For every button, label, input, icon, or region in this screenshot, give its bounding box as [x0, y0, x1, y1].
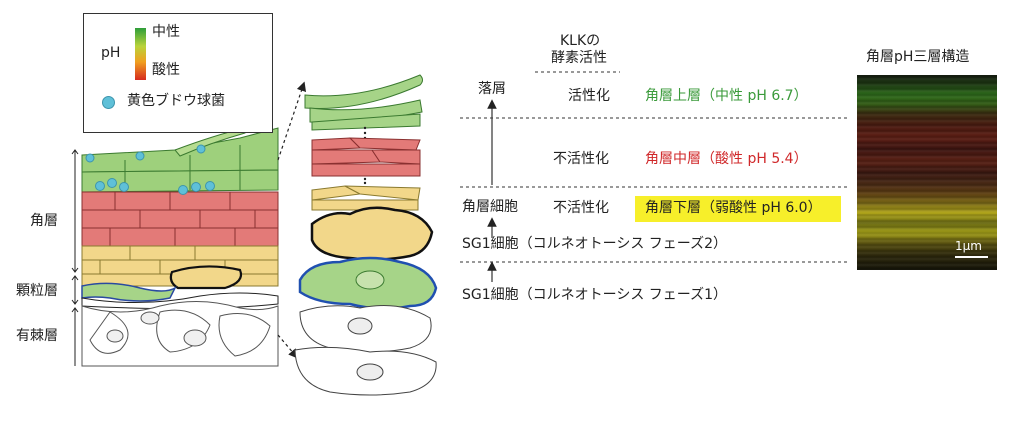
row-highlight — [635, 196, 841, 222]
zoom-arrow-top — [277, 81, 307, 161]
legend-low-label: 酸性 — [152, 62, 180, 78]
label-sg1-phase2: SG1細胞（コルネオトーシス フェーズ2） — [462, 236, 728, 252]
layer-middle: 角層中層（酸性 pH 5.4） — [645, 151, 808, 167]
exploded-cell-stack — [294, 74, 438, 396]
label-stratum-corneum: 角層 — [30, 213, 58, 229]
legend-box — [83, 13, 273, 133]
bacteria-cluster — [85, 144, 215, 195]
bacteria-icon — [102, 96, 115, 109]
activity-lower: 不活性化 — [553, 200, 609, 216]
klk-header-line2: 酵素活性 — [551, 50, 607, 66]
spinous-cells — [294, 305, 437, 396]
layer-lower: 角層下層（弱酸性 pH 6.0） — [645, 200, 822, 216]
ph-gradient-bar — [135, 28, 146, 80]
zoom-arrow-bottom — [277, 334, 299, 359]
shedding-cells — [304, 74, 423, 131]
lower-cells — [311, 185, 421, 211]
legend-ph-label: pH — [101, 45, 121, 61]
upper-corneum-layer — [81, 127, 279, 193]
ph-micrograph-texture — [857, 75, 997, 270]
label-shedding: 落屑 — [478, 81, 506, 97]
scale-label: 1μm — [955, 239, 982, 253]
activity-upper: 活性化 — [568, 88, 610, 104]
klk-header-line1: KLKの — [560, 33, 601, 49]
layer-bracket — [71, 149, 79, 366]
label-sg1-phase1: SG1細胞（コルネオトーシス フェーズ1） — [462, 287, 728, 303]
skin-section-diagram — [71, 81, 307, 367]
layer-upper: 角層上層（中性 pH 6.7） — [645, 88, 808, 104]
stack-dots-1 — [363, 126, 367, 140]
label-spinous-layer: 有棘層 — [16, 328, 58, 344]
legend-high-label: 中性 — [152, 24, 180, 40]
image-panel-title: 角層pH三層構造 — [866, 49, 970, 65]
sg1-phase2-cell — [310, 206, 434, 261]
label-granular-layer: 顆粒層 — [16, 283, 58, 299]
scale-bar — [955, 256, 988, 258]
flow-lines — [460, 71, 850, 282]
stack-dots-2 — [363, 177, 367, 185]
legend-bacteria-label: 黄色ブドウ球菌 — [127, 93, 225, 109]
cell-nucleus — [355, 270, 385, 290]
spinous-layer — [81, 301, 279, 367]
lower-corneum-layer — [81, 245, 279, 290]
ph-micrograph — [857, 75, 997, 270]
label-corneocyte: 角層細胞 — [462, 199, 518, 215]
activity-middle: 不活性化 — [553, 151, 609, 167]
middle-cells — [311, 137, 421, 177]
middle-corneum-layer — [81, 191, 279, 247]
